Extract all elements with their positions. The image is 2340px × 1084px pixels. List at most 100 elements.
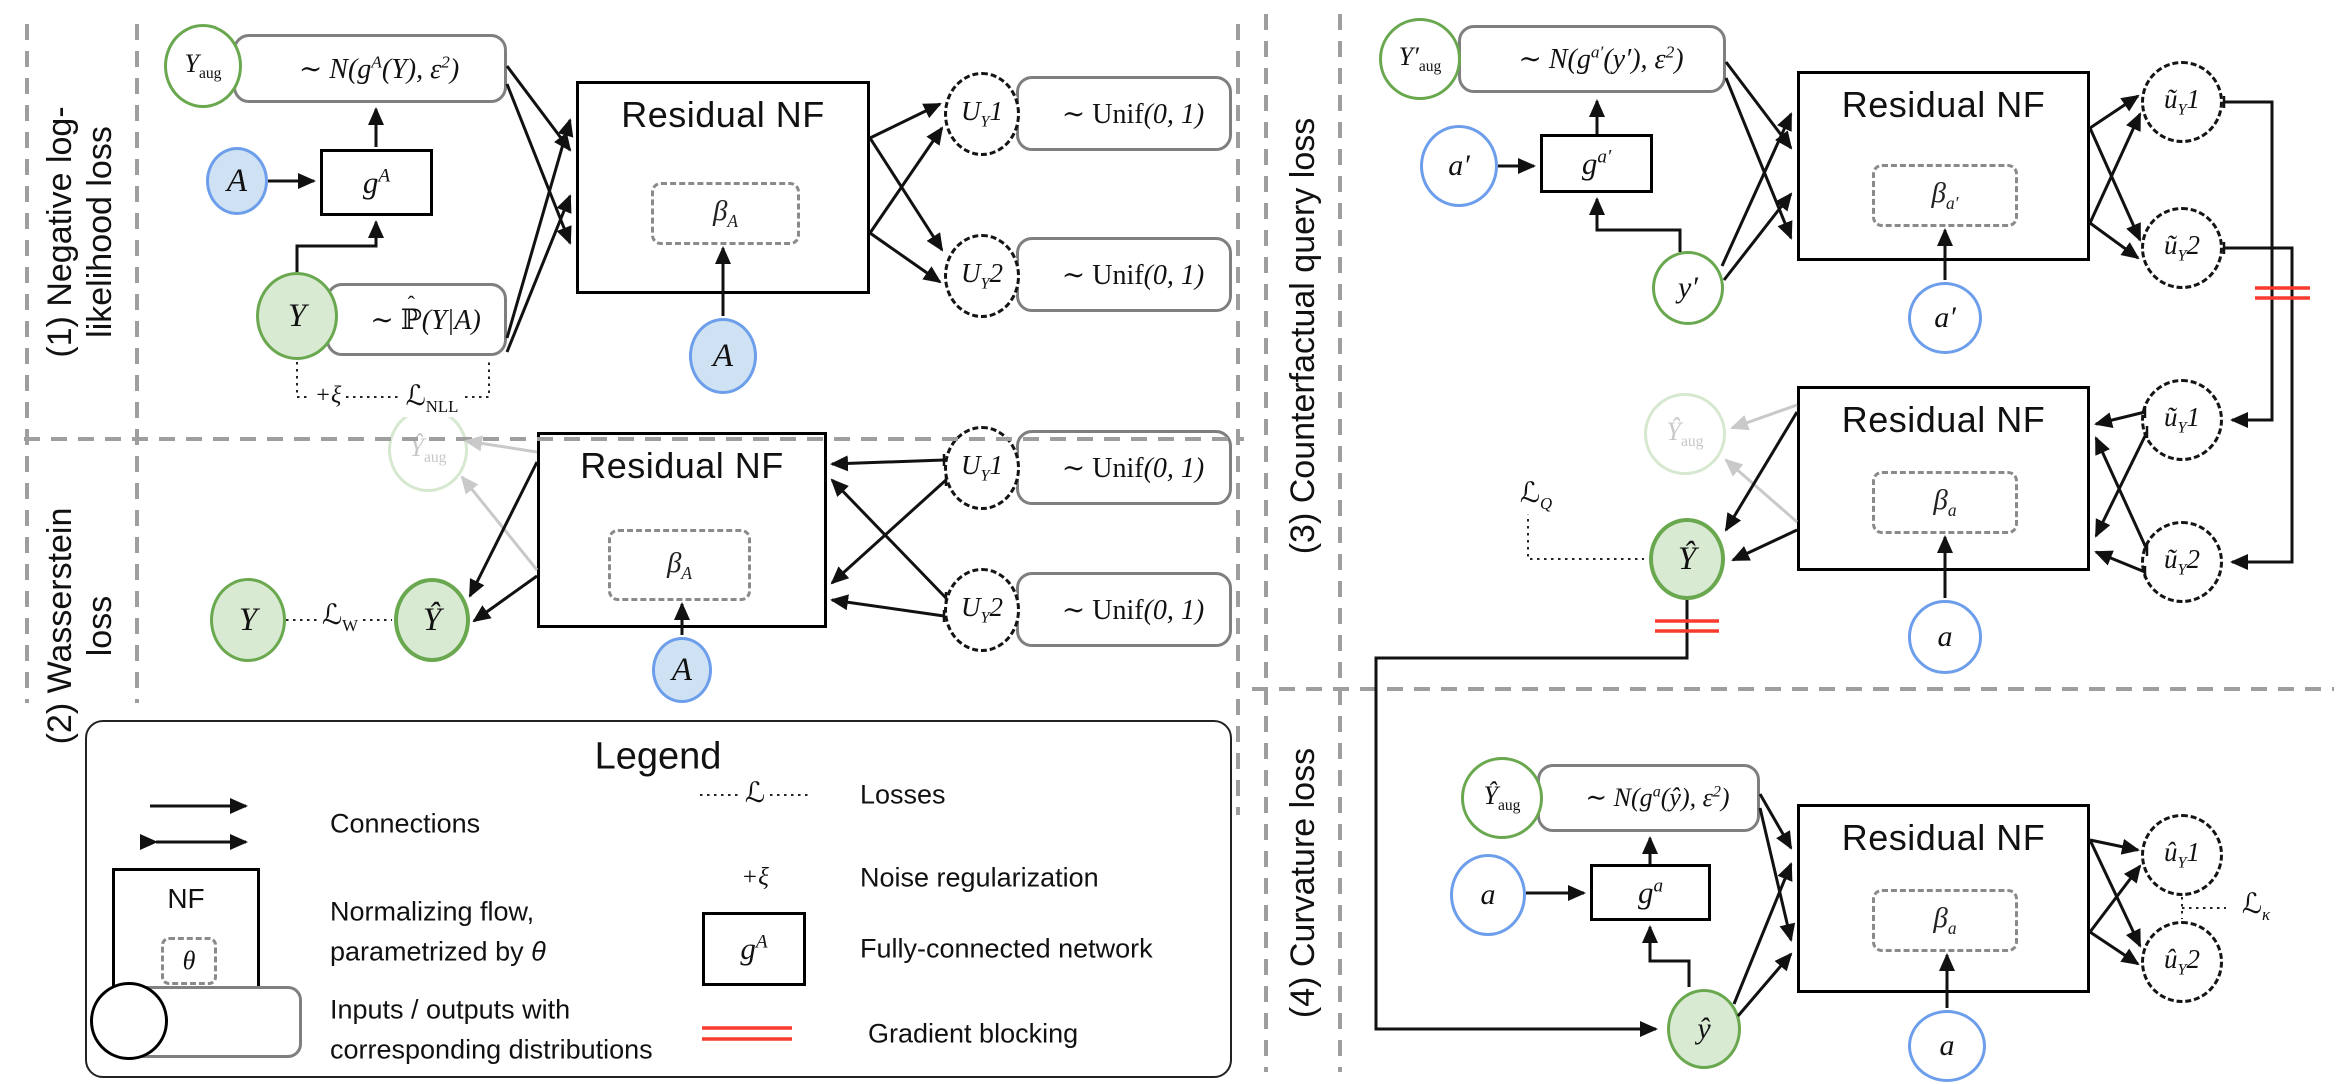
loss-kappa-text: ℒκ xyxy=(2241,889,2271,924)
residual-nf-box-s4: Residual NF βa xyxy=(1797,804,2090,993)
residual-nf-s3top-title: Residual NF xyxy=(1841,84,2046,125)
node-u1-s4: ûY1 xyxy=(2141,814,2223,896)
loss-nll-text: ℒNLL xyxy=(405,381,459,416)
loss-w-text: ℒW xyxy=(321,600,359,635)
legend-losses-label: Losses xyxy=(860,779,946,810)
node-u2-bottom-s3: ũY2 xyxy=(2141,521,2223,603)
node-a-prime-input-s3: a′ xyxy=(1420,125,1498,207)
dist-yaug-s1-text: ∼ N(gA(Y), ε2) xyxy=(298,52,460,85)
node-u2-s1: UY2 xyxy=(944,234,1020,318)
dist-box-yaug-s3: ∼ N(ga′(y′), ε2) xyxy=(1458,25,1726,93)
node-a-cond-s2-label: A xyxy=(671,651,693,688)
dist-u2-s2-text: ∼ Unif(0, 1) xyxy=(1061,594,1205,626)
node-u2-s1-label: UY2 xyxy=(960,258,1003,293)
dist-box-yaug-s4: ∼ N(ga(ŷ), ε2) xyxy=(1537,764,1760,832)
legend-normalizing-line2: parametrized by θ xyxy=(330,936,546,967)
node-u1-bottom-s3-label: ũY1 xyxy=(2163,402,2200,437)
beta-s2-label: βA xyxy=(666,546,693,583)
dist-u1-s1-text: ∼ Unif(0, 1) xyxy=(1061,98,1205,130)
node-a-cond-s1: A xyxy=(689,318,757,394)
legend-title: Legend xyxy=(594,735,722,778)
legend-io-circle-icon xyxy=(90,982,168,1060)
dist-y-s1-text: ∼ ℙ(Y|A) xyxy=(370,303,481,337)
node-yhat-input-s4-label: ŷ xyxy=(1697,1012,1711,1045)
section-4-label: (4) Curvature loss xyxy=(1283,747,1322,1019)
fc-network-box-s1: gA xyxy=(320,149,433,216)
legend-theta-text: θ xyxy=(182,946,196,975)
loss-q-text: ℒQ xyxy=(1519,478,1553,513)
node-yaug-faded-s3: Ŷaug xyxy=(1644,393,1726,475)
loss-q-label: ℒQ xyxy=(1515,476,1557,514)
beta-param-box-s1: βA xyxy=(651,182,800,245)
noise-s1-text: +ξ xyxy=(314,382,342,409)
residual-nf-s4-title: Residual NF xyxy=(1841,817,2046,858)
node-yaug-faded-s2-label: Ŷaug xyxy=(409,432,447,467)
loss-kappa-label: ℒκ xyxy=(2237,887,2275,925)
residual-nf-box-s1: Residual NF βA xyxy=(576,81,870,294)
dist-box-u2-s1: ∼ Unif(0, 1) xyxy=(1016,237,1232,312)
residual-nf-box-s3-top: Residual NF βa′ xyxy=(1797,71,2090,261)
legend-losses-symbol-text: ℒ xyxy=(744,778,766,809)
fc-network-box-s3: ga′ xyxy=(1540,134,1653,193)
legend-nf-icon: NF θ xyxy=(112,868,260,994)
node-yaug-s4-label: Ŷaug xyxy=(1483,780,1521,815)
node-y-prime-s3: y′ xyxy=(1652,251,1724,325)
residual-nf-s1-title: Residual NF xyxy=(621,94,825,135)
node-a-prime-cond-s3-label: a′ xyxy=(1934,301,1956,334)
section-2-label-line1: (2) Wasserstein xyxy=(40,507,79,745)
node-yhat-s2-label: Ŷ xyxy=(422,601,442,638)
node-a-cond-s4: a xyxy=(1908,1010,1986,1082)
dist-box-u1-s2: ∼ Unif(0, 1) xyxy=(1016,430,1232,505)
dist-box-yaug-s1: ∼ N(gA(Y), ε2) xyxy=(233,34,507,103)
beta-s1-label: βA xyxy=(712,195,739,231)
node-y-s1: Y xyxy=(256,272,338,360)
node-a-prime-cond-s3: a′ xyxy=(1908,282,1982,354)
section-1-label-line1: (1) Negative log- xyxy=(40,106,79,358)
section-2-label-line2: loss xyxy=(81,595,119,657)
beta-s3bot-label: βa xyxy=(1933,484,1957,520)
legend-normalizing-line1: Normalizing flow, xyxy=(330,896,535,927)
node-u1-s2-label: UY1 xyxy=(960,450,1003,485)
residual-nf-s2-title: Residual NF xyxy=(580,445,784,486)
node-yhat-input-s4: ŷ xyxy=(1667,989,1741,1069)
node-u2-s2-label: UY2 xyxy=(960,592,1003,627)
node-u2-top-s3: ũY2 xyxy=(2141,207,2223,289)
node-a-input-s4-label: a xyxy=(1480,878,1496,911)
legend-nf-text: NF xyxy=(167,883,205,914)
node-y-prime-s3-label: y′ xyxy=(1678,271,1698,304)
node-u1-s1-label: UY1 xyxy=(960,96,1003,131)
fc-network-s3-label: ga′ xyxy=(1581,145,1612,181)
node-a-input-s1: A xyxy=(206,147,268,215)
legend-noise-label: Noise regularization xyxy=(860,862,1099,893)
dist-box-u2-s2: ∼ Unif(0, 1) xyxy=(1016,572,1232,647)
node-a-cond-s2: A xyxy=(652,637,712,703)
node-y-s2: Y xyxy=(210,578,286,662)
dist-box-u1-s1: ∼ Unif(0, 1) xyxy=(1016,76,1232,151)
node-yhat-s2: Ŷ xyxy=(394,578,470,662)
node-y-aug-s1: Yaug xyxy=(164,24,242,108)
section-2-label: (2) Wasserstein loss xyxy=(40,508,120,745)
node-a-prime-s3-label: a′ xyxy=(1448,149,1470,182)
node-a-cond-s3-label: a xyxy=(1937,620,1953,653)
dist-yaug-s4-text: ∼ N(ga(ŷ), ε2) xyxy=(1585,783,1730,812)
node-yaug-s3: Y′aug xyxy=(1379,18,1461,100)
noise-regularization-label-s1: +ξ xyxy=(310,382,346,410)
legend-noise-symbol-text: +ξ xyxy=(741,864,769,891)
dist-u1-s2-text: ∼ Unif(0, 1) xyxy=(1061,452,1205,484)
node-a-input-s1-label: A xyxy=(226,162,248,199)
beta-param-box-s2: βA xyxy=(608,529,751,601)
legend-io-line1: Inputs / outputs with xyxy=(330,994,571,1025)
loss-wasserstein-label: ℒW xyxy=(317,598,363,636)
section-1-label: (1) Negative log- likelihood loss xyxy=(40,106,120,357)
section-1-label-line2: likelihood loss xyxy=(81,126,119,338)
fc-network-box-s4: ga xyxy=(1590,864,1711,921)
node-yaug-faded-s3-label: Ŷaug xyxy=(1666,416,1704,451)
dist-box-y-s1: ∼ ℙ(Y|A) xyxy=(326,283,507,356)
node-u1-s2: UY1 xyxy=(944,426,1020,510)
beta-param-box-s3-top: βa′ xyxy=(1872,164,2018,227)
legend-theta-box: θ xyxy=(161,937,217,985)
beta-param-box-s4: βa xyxy=(1872,889,2018,952)
legend-io-line2: corresponding distributions xyxy=(330,1034,653,1065)
fc-network-s1-label: gA xyxy=(362,164,391,200)
